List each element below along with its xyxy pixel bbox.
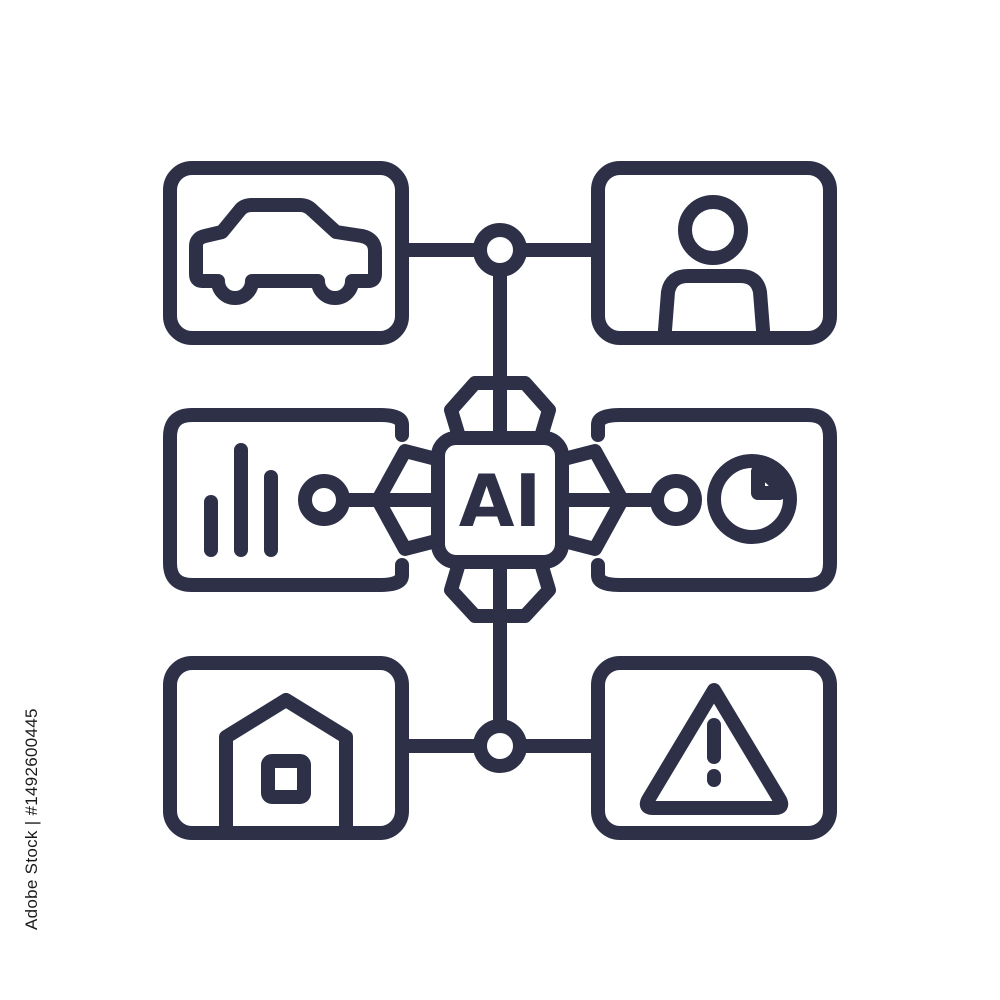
stock-id-watermark: Adobe Stock | #1492600445 bbox=[22, 708, 41, 930]
panel-frame bbox=[163, 408, 409, 592]
panel-frame bbox=[163, 656, 409, 840]
panel-frame bbox=[163, 161, 409, 345]
house-icon bbox=[219, 693, 353, 833]
panel-person bbox=[591, 161, 837, 345]
panel-bar-chart bbox=[163, 408, 409, 592]
panel-car bbox=[163, 161, 409, 345]
panel-warning bbox=[591, 656, 837, 840]
person-icon bbox=[658, 195, 770, 337]
warning-icon bbox=[639, 683, 789, 815]
ai-chip-label: AI bbox=[459, 459, 542, 543]
panel-pie-chart bbox=[591, 408, 837, 592]
car-icon bbox=[189, 198, 382, 305]
panel-frame bbox=[591, 408, 837, 592]
connector-top bbox=[395, 223, 605, 390]
bar-chart-icon bbox=[204, 443, 278, 557]
panel-house bbox=[163, 656, 409, 840]
connector-bottom bbox=[395, 609, 605, 773]
pie-chart-icon bbox=[707, 454, 797, 544]
ai-chip bbox=[336, 376, 664, 623]
